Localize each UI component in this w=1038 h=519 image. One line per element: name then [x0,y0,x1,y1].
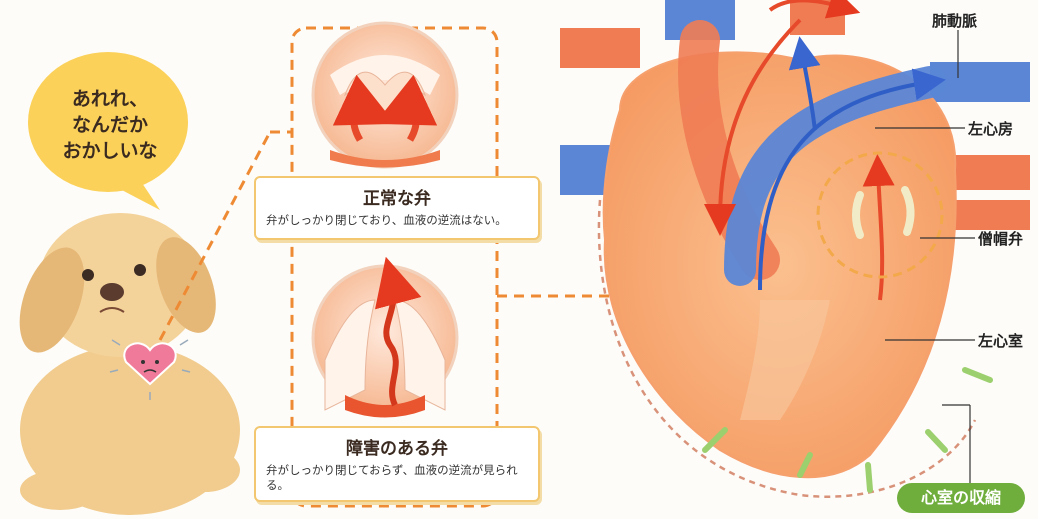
normal-valve-title: 正常な弁 [266,184,528,209]
dog-illustration [7,213,240,515]
abnormal-valve-card: 障害のある弁 弁がしっかり閉じておらず、血液の逆流が見られる。 [254,426,540,502]
abnormal-valve-title: 障害のある弁 [266,434,528,459]
normal-valve-illustration [313,23,457,168]
label-left-atrium: 左心房 [968,118,1013,139]
heart-cross-section [560,0,1030,497]
abnormal-valve-illustration [313,266,457,418]
ventricle-contraction-badge: 心室の収縮 [897,483,1025,513]
normal-valve-description: 弁がしっかり閉じており、血液の逆流はない。 [266,213,528,228]
label-pulmonary-vein: 肺動脈 [932,10,977,31]
label-mitral-valve: 僧帽弁 [978,228,1023,249]
label-left-ventricle: 左心室 [978,330,1023,351]
abnormal-valve-description: 弁がしっかり閉じておらず、血液の逆流が見られる。 [266,463,528,493]
speech-bubble-text: あれれ、 なんだか おかしいな [40,86,180,164]
normal-valve-card: 正常な弁 弁がしっかり閉じており、血液の逆流はない。 [254,176,540,240]
